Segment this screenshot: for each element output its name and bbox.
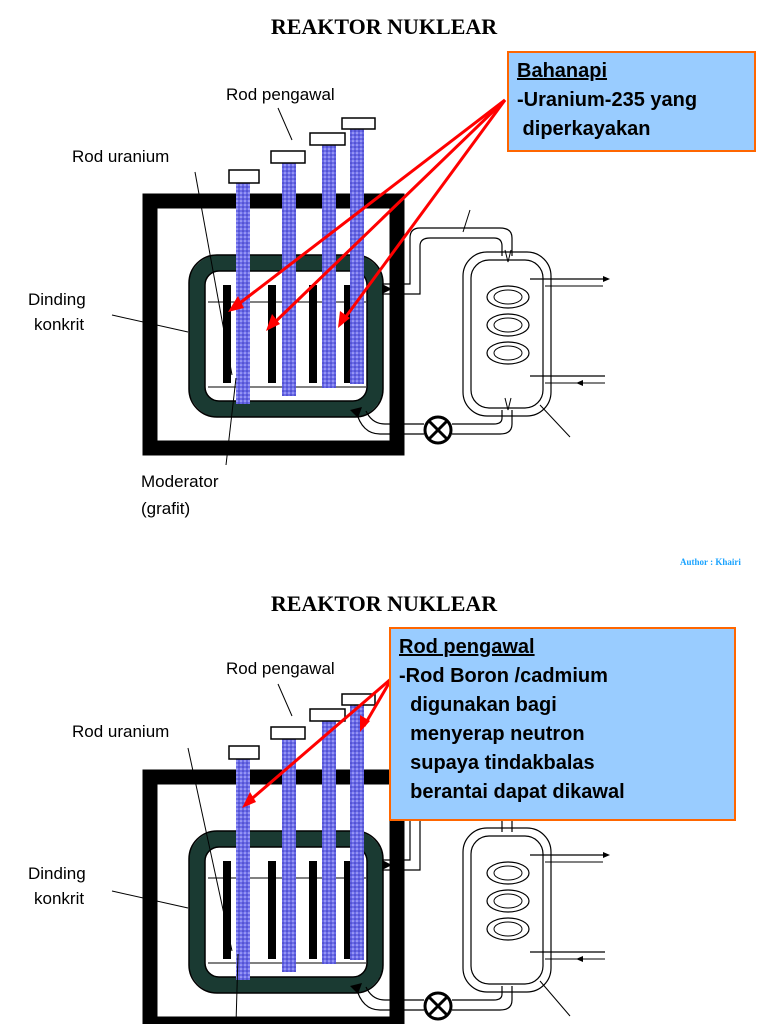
uranium-rod (344, 285, 352, 383)
uranium-rod (309, 861, 317, 959)
uranium-rod (223, 285, 231, 383)
callout-bahanapi: Bahanapi -Uranium-235 yang diperkayakan (507, 51, 756, 152)
control-rod (236, 759, 250, 980)
reactor-diagram (111, 98, 610, 466)
callout-heading: Rod pengawal (399, 636, 535, 658)
uranium-rod (309, 285, 317, 383)
slide-title: REAKTOR NUKLEAR (270, 591, 498, 616)
concrete-wall (142, 193, 405, 456)
label-rod-pengawal: Rod pengawal (226, 659, 335, 678)
control-rod (282, 739, 296, 972)
callout-arrow (247, 676, 394, 804)
uranium-rod (344, 861, 352, 959)
control-rod (350, 705, 364, 960)
callout-arrow (235, 98, 507, 327)
label-konkrit: konkrit (34, 889, 85, 908)
control-rod (236, 183, 250, 404)
callout-body: -Rod Boron /cadmium digunakan bagi menye… (399, 665, 625, 803)
label-rod-uranium: Rod uranium (72, 147, 170, 166)
uranium-rod (268, 285, 276, 383)
uranium-rod (223, 861, 231, 959)
label-moderator: Moderator (141, 472, 219, 491)
uranium-rod (268, 861, 276, 959)
control-rod (350, 129, 364, 384)
callout-rod-pengawal: Rod pengawal -Rod Boron /cadmium digunak… (389, 627, 736, 821)
label-dinding: Dinding (28, 864, 86, 883)
label-dinding: Dinding (28, 290, 86, 309)
control-rod (322, 145, 336, 388)
slide-title: REAKTOR NUKLEAR (270, 14, 498, 39)
label-konkrit: konkrit (34, 315, 85, 334)
concrete-wall (142, 769, 405, 1024)
control-rod (322, 721, 336, 964)
label-rod-uranium: Rod uranium (72, 722, 170, 741)
callout-heading: Bahanapi (517, 60, 608, 82)
control-rod (282, 163, 296, 396)
callout-body: -Uranium-235 yang diperkayakan (517, 89, 698, 140)
label-rod-pengawal: Rod pengawal (226, 85, 335, 104)
label-grafit: (grafit) (141, 499, 191, 518)
author-credit: Author : Khairi (680, 557, 741, 567)
reactor-diagram (111, 676, 610, 1024)
